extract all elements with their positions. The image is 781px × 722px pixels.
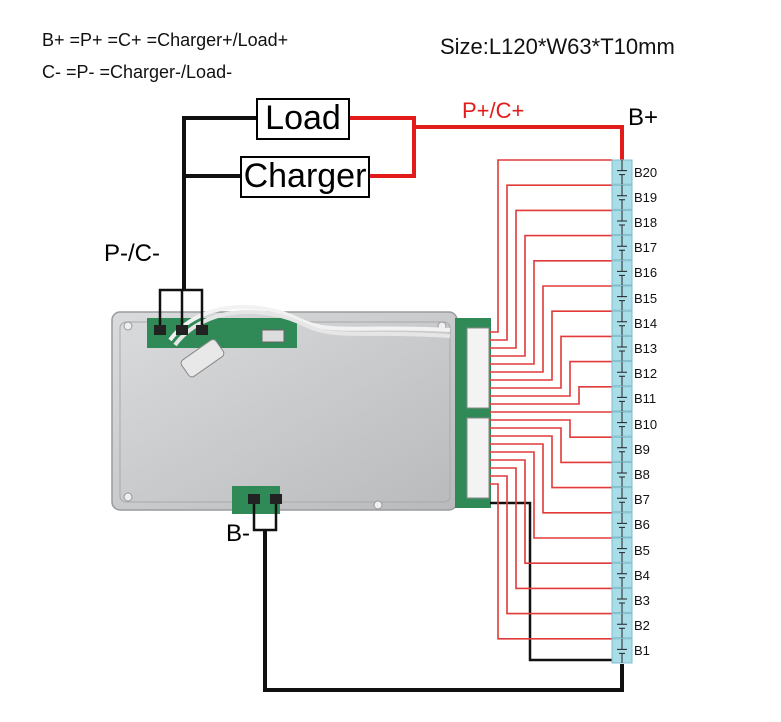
b-minus-sense-wire	[490, 501, 612, 662]
battery-symbol-icon	[617, 210, 627, 235]
cell-label: B5	[634, 542, 650, 558]
cell-label: B18	[634, 215, 658, 230]
balance-wire	[489, 467, 612, 590]
battery-symbol-icon	[617, 512, 627, 537]
balance-wire	[489, 360, 612, 397]
legend-line-2: C- =P- =Charger-/Load-	[42, 62, 233, 82]
battery-symbol-icon	[617, 311, 627, 336]
charger-box: Charger	[240, 156, 370, 198]
p-plus-c-plus-label: P+/C+	[462, 98, 525, 123]
balance-wire	[489, 234, 612, 357]
balance-sense-wires	[489, 159, 612, 640]
balance-wire	[489, 451, 612, 539]
cell-label: B11	[634, 391, 657, 407]
balance-wire	[489, 335, 612, 389]
cell-label: B14	[634, 315, 658, 331]
balance-wire	[489, 483, 612, 640]
battery-symbol-icon	[617, 336, 627, 361]
cell-label: B10	[634, 416, 658, 432]
balance-wire	[489, 310, 612, 381]
mount-hole	[373, 500, 383, 510]
battery-symbol-icon	[617, 361, 627, 386]
b-minus-terminals	[248, 494, 282, 504]
ntc-probe	[180, 339, 225, 378]
legend-line-1: B+ =P+ =C+ =Charger+/Load+	[42, 30, 289, 50]
battery-symbol-icon	[617, 538, 627, 563]
balance-wire	[489, 443, 612, 514]
battery-symbol-icon	[617, 613, 627, 638]
cell-label: B20	[634, 164, 658, 180]
cell-label: B17	[634, 240, 658, 256]
balance-wire	[489, 209, 612, 349]
battery-symbol-icon	[617, 185, 627, 210]
balance-wire	[489, 419, 612, 439]
cell-label: B8	[634, 467, 650, 482]
mount-hole	[123, 321, 133, 331]
balance-wire	[489, 184, 612, 341]
b-minus-label: B-	[226, 520, 250, 547]
balance-wire	[489, 159, 612, 333]
cell-label: B6	[634, 517, 650, 533]
battery-symbol-icon	[617, 638, 627, 663]
cell-stack	[611, 159, 633, 664]
positive-wiring	[348, 116, 624, 178]
load-charger-positive-wire	[348, 116, 416, 178]
negative-wiring	[158, 116, 624, 692]
cell-label: B15	[634, 290, 658, 306]
battery-symbol-icon	[617, 563, 627, 588]
p-minus-c-minus-label: P-/C-	[104, 240, 160, 267]
cell-label: B12	[634, 366, 658, 382]
cell-label: B1	[634, 643, 650, 659]
port-connector	[261, 329, 285, 343]
battery-symbol-icon	[617, 412, 627, 437]
terminal-pin	[270, 494, 282, 504]
balance-wire	[489, 259, 612, 365]
terminal-pin	[248, 494, 260, 504]
balance-wire	[489, 385, 612, 405]
balance-connector-lower	[466, 417, 490, 499]
cell-label: B2	[634, 618, 650, 634]
p-plus-to-b-plus-wire	[414, 125, 624, 160]
terminal-pin	[154, 325, 166, 335]
battery-symbol-icon	[617, 160, 627, 185]
b-plus-label: B+	[628, 104, 659, 131]
battery-symbol-icon	[617, 235, 627, 260]
cell-label: B4	[634, 567, 650, 583]
mount-hole	[123, 492, 133, 502]
battery-symbol-icon	[617, 487, 627, 512]
cell-label: B13	[634, 341, 658, 356]
cell-label: B7	[634, 492, 650, 508]
battery-symbol-icon	[617, 437, 627, 462]
balance-wire	[489, 435, 612, 489]
cell-label: B3	[634, 593, 650, 608]
terminal-pin	[176, 325, 188, 335]
b-minus-return-wire	[263, 530, 624, 692]
p-minus-terminals	[154, 325, 208, 335]
size-label: Size:L120*W63*T10mm	[440, 34, 675, 59]
balance-connectors	[466, 327, 490, 499]
white-lead-wire	[168, 304, 451, 342]
cell-label: B9	[634, 441, 650, 457]
balance-wire	[489, 427, 612, 464]
bms-board	[111, 304, 491, 514]
load-box: Load	[256, 98, 350, 140]
balance-wire	[489, 459, 612, 565]
cell-label: B16	[634, 265, 658, 281]
battery-symbol-icon	[617, 588, 627, 613]
battery-symbol-icon	[617, 386, 627, 411]
balance-connector-upper	[466, 327, 490, 409]
white-lead-wire	[173, 309, 451, 347]
balance-wire	[489, 475, 612, 615]
battery-symbol-icon	[617, 462, 627, 487]
battery-symbol-icon	[617, 286, 627, 311]
balance-wire	[489, 285, 612, 373]
cell-label: B19	[634, 189, 658, 205]
battery-symbol-icon	[617, 260, 627, 285]
terminal-pin	[196, 325, 208, 335]
